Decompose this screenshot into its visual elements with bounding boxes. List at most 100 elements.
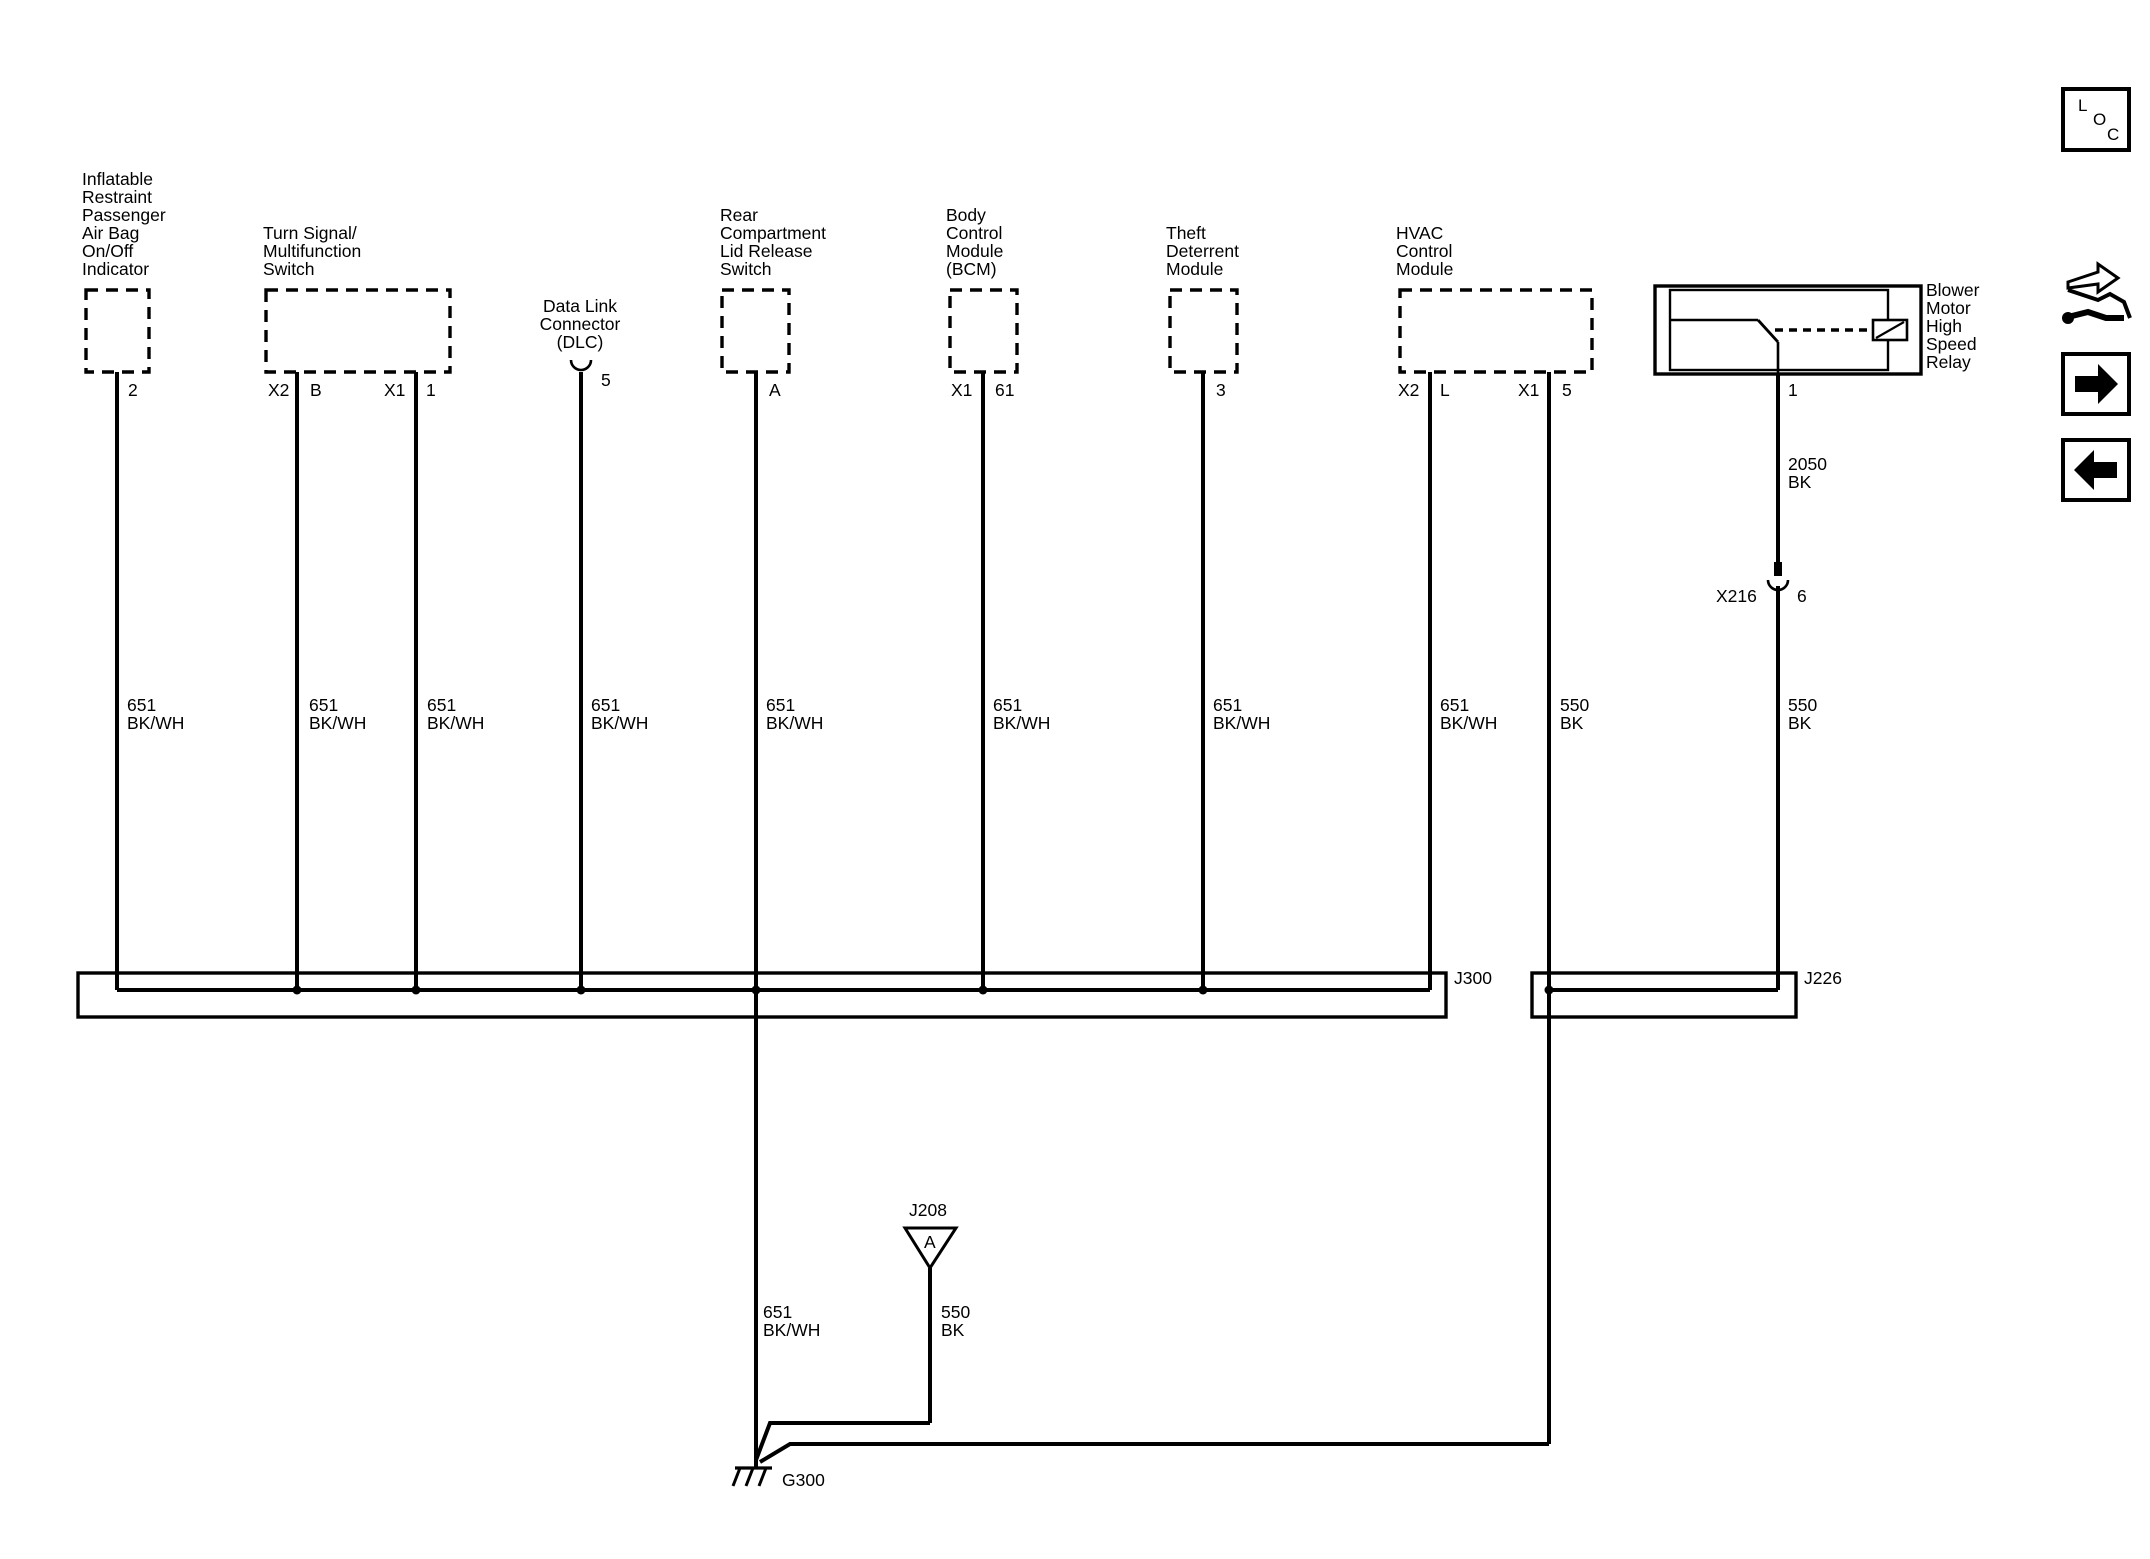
pin-labels: 2 X2 B X1 1 5 A X1 61 3 X2 L X1 5 1 [128, 370, 1798, 400]
svg-text:651: 651 [427, 695, 456, 715]
svg-text:(DLC): (DLC) [557, 332, 604, 352]
ground-wiring [754, 1421, 1549, 1468]
svg-text:Turn Signal/: Turn Signal/ [263, 223, 357, 243]
svg-text:651: 651 [766, 695, 795, 715]
rear-compartment-switch-label: Rear Compartment Lid Release Switch [720, 205, 826, 279]
svg-text:Body: Body [946, 205, 986, 225]
svg-text:Indicator: Indicator [82, 259, 149, 279]
turn-signal-switch-box [264, 288, 452, 374]
j208-splice [902, 1226, 959, 1423]
svg-text:1: 1 [1788, 380, 1798, 400]
svg-text:Air Bag: Air Bag [82, 223, 139, 243]
svg-text:On/Off: On/Off [82, 241, 133, 261]
svg-text:Switch: Switch [720, 259, 772, 279]
theft-deterrent-label: Theft Deterrent Module [1166, 223, 1239, 279]
svg-text:X1: X1 [1518, 380, 1539, 400]
svg-text:Motor: Motor [1926, 298, 1971, 318]
svg-text:Control: Control [946, 223, 1002, 243]
svg-text:Compartment: Compartment [720, 223, 826, 243]
svg-text:A: A [769, 380, 781, 400]
previous-page-button[interactable] [2061, 438, 2131, 502]
svg-text:BK/WH: BK/WH [763, 1320, 820, 1340]
svg-text:5: 5 [1562, 380, 1572, 400]
svg-text:O: O [2093, 110, 2106, 129]
svg-text:BK/WH: BK/WH [1440, 713, 1497, 733]
svg-text:X2: X2 [1398, 380, 1419, 400]
airbag-indicator-label: Inflatable Restraint Passenger Air Bag O… [82, 169, 166, 279]
svg-text:BK: BK [1788, 472, 1812, 492]
x216-connector [1766, 562, 1790, 592]
svg-text:1: 1 [426, 380, 436, 400]
svg-text:Relay: Relay [1926, 352, 1971, 372]
svg-text:61: 61 [995, 380, 1014, 400]
connector-end-view-icon[interactable] [2062, 261, 2132, 324]
svg-text:Module: Module [946, 241, 1003, 261]
turn-signal-switch-label: Turn Signal/ Multifunction Switch [263, 223, 361, 279]
svg-text:BK/WH: BK/WH [993, 713, 1050, 733]
svg-text:Inflatable: Inflatable [82, 169, 153, 189]
j226-splice-pack [1530, 971, 1798, 1019]
j208-pin-label: A [924, 1232, 936, 1252]
svg-text:High: High [1926, 316, 1962, 336]
svg-text:550: 550 [1788, 695, 1817, 715]
svg-text:Multifunction: Multifunction [263, 241, 361, 261]
svg-text:BK/WH: BK/WH [1213, 713, 1270, 733]
svg-text:2: 2 [128, 380, 138, 400]
svg-text:X1: X1 [951, 380, 972, 400]
svg-text:Data Link: Data Link [543, 296, 617, 316]
svg-text:3: 3 [1216, 380, 1226, 400]
svg-text:Module: Module [1166, 259, 1223, 279]
j300-splice-pack [76, 971, 1448, 1019]
wire-labels: 651 BK/WH 651 BK/WH 651 BK/WH 651 BK/WH … [127, 454, 1827, 1340]
svg-text:651: 651 [763, 1302, 792, 1322]
svg-text:BK/WH: BK/WH [127, 713, 184, 733]
g300-ground-symbol [731, 1466, 772, 1487]
dlc-connector-symbol [569, 359, 593, 372]
hvac-box [1398, 288, 1594, 374]
svg-text:BK/WH: BK/WH [766, 713, 823, 733]
g300-label: G300 [782, 1470, 825, 1490]
j226-label: J226 [1804, 968, 1842, 988]
svg-text:Switch: Switch [263, 259, 315, 279]
svg-text:651: 651 [1440, 695, 1469, 715]
svg-text:550: 550 [1560, 695, 1589, 715]
svg-text:L: L [1440, 380, 1450, 400]
svg-text:5: 5 [601, 370, 611, 390]
hvac-label: HVAC Control Module [1396, 223, 1453, 279]
svg-text:Module: Module [1396, 259, 1453, 279]
svg-text:C: C [2107, 125, 2119, 144]
rear-compartment-switch-box [720, 288, 791, 374]
svg-text:Blower: Blower [1926, 280, 1980, 300]
svg-text:2050: 2050 [1788, 454, 1827, 474]
next-page-button[interactable] [2061, 352, 2131, 416]
j300-label: J300 [1454, 968, 1492, 988]
svg-text:651: 651 [993, 695, 1022, 715]
bcm-label: Body Control Module (BCM) [946, 205, 1003, 279]
j208-label: J208 [909, 1200, 947, 1220]
svg-text:6: 6 [1797, 586, 1807, 606]
svg-text:B: B [310, 380, 322, 400]
svg-text:BK/WH: BK/WH [309, 713, 366, 733]
theft-deterrent-box [1168, 288, 1239, 374]
svg-text:Control: Control [1396, 241, 1452, 261]
svg-text:Passenger: Passenger [82, 205, 166, 225]
svg-text:Connector: Connector [540, 314, 621, 334]
svg-text:Lid Release: Lid Release [720, 241, 812, 261]
svg-text:Theft: Theft [1166, 223, 1206, 243]
svg-text:651: 651 [309, 695, 338, 715]
blower-relay-symbol [1653, 284, 1923, 376]
svg-text:550: 550 [941, 1302, 970, 1322]
svg-text:Rear: Rear [720, 205, 758, 225]
svg-text:HVAC: HVAC [1396, 223, 1443, 243]
svg-text:BK: BK [1560, 713, 1584, 733]
svg-text:L: L [2078, 96, 2087, 115]
svg-text:651: 651 [1213, 695, 1242, 715]
svg-text:Restraint: Restraint [82, 187, 152, 207]
upper-wires [115, 372, 1780, 1460]
svg-text:BK/WH: BK/WH [591, 713, 648, 733]
svg-text:(BCM): (BCM) [946, 259, 997, 279]
component-locator-button[interactable]: L O C [2061, 87, 2131, 152]
blower-relay-label: Blower Motor High Speed Relay [1926, 280, 1980, 372]
dlc-label: Data Link Connector (DLC) [540, 296, 621, 352]
